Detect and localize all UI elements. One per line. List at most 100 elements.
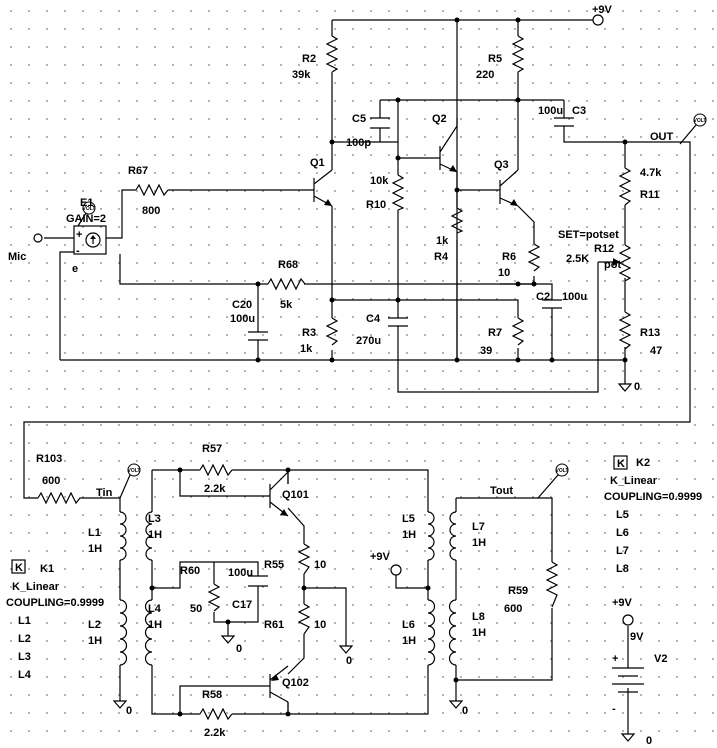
- out-ground-3: 0: [126, 705, 132, 717]
- c2-name: C2: [536, 291, 550, 303]
- c20-value: 100u: [230, 313, 255, 325]
- r4-name: R4: [434, 251, 449, 263]
- out-ground-2: 0: [346, 655, 352, 667]
- r59-value: 600: [504, 603, 522, 615]
- v2-minus: -: [612, 703, 616, 715]
- tin-label: Tin: [96, 487, 113, 499]
- k2-block: K K2 K_Linear COUPLING=0.9999 L5 L6 L7 L…: [604, 457, 702, 575]
- l2-value: 1H: [88, 635, 102, 647]
- l7-value: 1H: [472, 537, 486, 549]
- r68-value: 5k: [280, 299, 293, 311]
- k1-coupling: COUPLING=0.9999: [6, 597, 104, 609]
- k2-inductor-2: L6: [616, 527, 629, 539]
- e1-name: E1: [80, 197, 93, 209]
- k2-badge: K: [617, 458, 625, 470]
- amp-transistors: [300, 125, 519, 207]
- c4-value: 270u: [356, 335, 381, 347]
- r12-set: SET=potset: [558, 229, 619, 241]
- k1-inductor-1: L1: [18, 615, 31, 627]
- k1-model: K_Linear: [12, 581, 60, 593]
- output-transistors: [269, 471, 289, 703]
- r55-value: 10: [314, 559, 326, 571]
- e1-minus: -: [76, 245, 80, 257]
- tout-label: Tout: [490, 485, 513, 497]
- r5-name: R5: [488, 53, 502, 65]
- inductor-coils: [119, 511, 457, 666]
- probe-out[interactable]: VOLT: [679, 113, 707, 145]
- out-ground-5: 0: [646, 735, 652, 747]
- r3-value: 1k: [300, 343, 313, 355]
- c5-name: C5: [352, 113, 366, 125]
- r4-value: 1k: [436, 235, 449, 247]
- c20-name: C20: [232, 299, 252, 311]
- r5-value: 220: [476, 69, 494, 81]
- c3-name: C3: [572, 105, 586, 117]
- probe-tin[interactable]: VOLT: [119, 463, 141, 499]
- mic-label: Mic: [8, 251, 26, 263]
- r10-value: 10k: [370, 175, 389, 187]
- r11-name: R11: [640, 189, 660, 201]
- r59-name: R59: [508, 585, 528, 597]
- r3-name: R3: [302, 327, 316, 339]
- k1-name: K1: [40, 563, 54, 575]
- r103-value: 600: [42, 475, 60, 487]
- l8-name: L8: [472, 611, 485, 623]
- r103-name: R103: [36, 453, 62, 465]
- k2-badge-box: [613, 455, 628, 470]
- r57-value: 2.2k: [204, 483, 226, 495]
- v2-name: V2: [654, 653, 667, 665]
- l6-value: 1H: [402, 635, 416, 647]
- l5-name: L5: [402, 513, 415, 525]
- amp-ground: [255, 14, 632, 392]
- l4-value: 1H: [148, 619, 162, 631]
- svg-text:VOLT: VOLT: [83, 206, 96, 212]
- r12-pot: pot: [604, 259, 621, 271]
- l3-name: L3: [148, 513, 161, 525]
- k1-badge-box: [11, 559, 26, 574]
- e1-gain: GAIN=2: [66, 213, 106, 225]
- k2-inductor-3: L7: [616, 545, 629, 557]
- k1-inductor-3: L3: [18, 651, 31, 663]
- k1-inductor-4: L4: [18, 669, 32, 681]
- r6-value: 10: [498, 267, 510, 279]
- out-ground-1: 0: [236, 643, 242, 655]
- l3-value: 1H: [148, 529, 162, 541]
- r11-value: 4.7k: [640, 167, 662, 179]
- l2-name: L2: [88, 619, 101, 631]
- out-ground-4: 0: [462, 705, 468, 717]
- output-capacitors: [248, 575, 268, 587]
- q1-name: Q1: [310, 157, 325, 169]
- c3-value: 100u: [538, 105, 563, 117]
- v2-source: [612, 614, 644, 693]
- r2-name: R2: [302, 53, 316, 65]
- k2-name: K2: [636, 457, 650, 469]
- probe-tout[interactable]: VOLT: [537, 463, 569, 499]
- r13-name: R13: [640, 327, 660, 339]
- amp-resistors: [135, 35, 632, 350]
- probe-e1[interactable]: VOLT: [77, 201, 96, 227]
- r61-name: R61: [264, 619, 284, 631]
- r60-value: 50: [190, 603, 202, 615]
- r7-name: R7: [488, 327, 502, 339]
- r2-value: 39k: [292, 69, 311, 81]
- q3-name: Q3: [494, 159, 509, 171]
- r57-name: R57: [202, 443, 222, 455]
- e1-block: [33, 225, 107, 255]
- c17-value: 100u: [228, 567, 253, 579]
- svg-text:VOLT: VOLT: [556, 468, 569, 474]
- e1-plus: +: [76, 229, 82, 241]
- l1-name: L1: [88, 527, 101, 539]
- v2-plus: +: [612, 653, 618, 665]
- c5-value: 100p: [346, 137, 371, 149]
- output-labels: R103 600 Tin R57 2.2k Q101 Tout L1 1H L3…: [36, 443, 667, 747]
- plus9v-mid-label: +9V: [370, 551, 391, 563]
- amp-capacitors: [248, 117, 574, 341]
- c17-name: C17: [232, 599, 252, 611]
- svg-text:VOLT: VOLT: [694, 118, 707, 124]
- amp-ground-label: 0: [634, 381, 640, 393]
- q102-name: Q102: [282, 677, 309, 689]
- r58-name: R58: [202, 689, 222, 701]
- k2-inductor-1: L5: [616, 509, 629, 521]
- r10-name: R10: [366, 199, 386, 211]
